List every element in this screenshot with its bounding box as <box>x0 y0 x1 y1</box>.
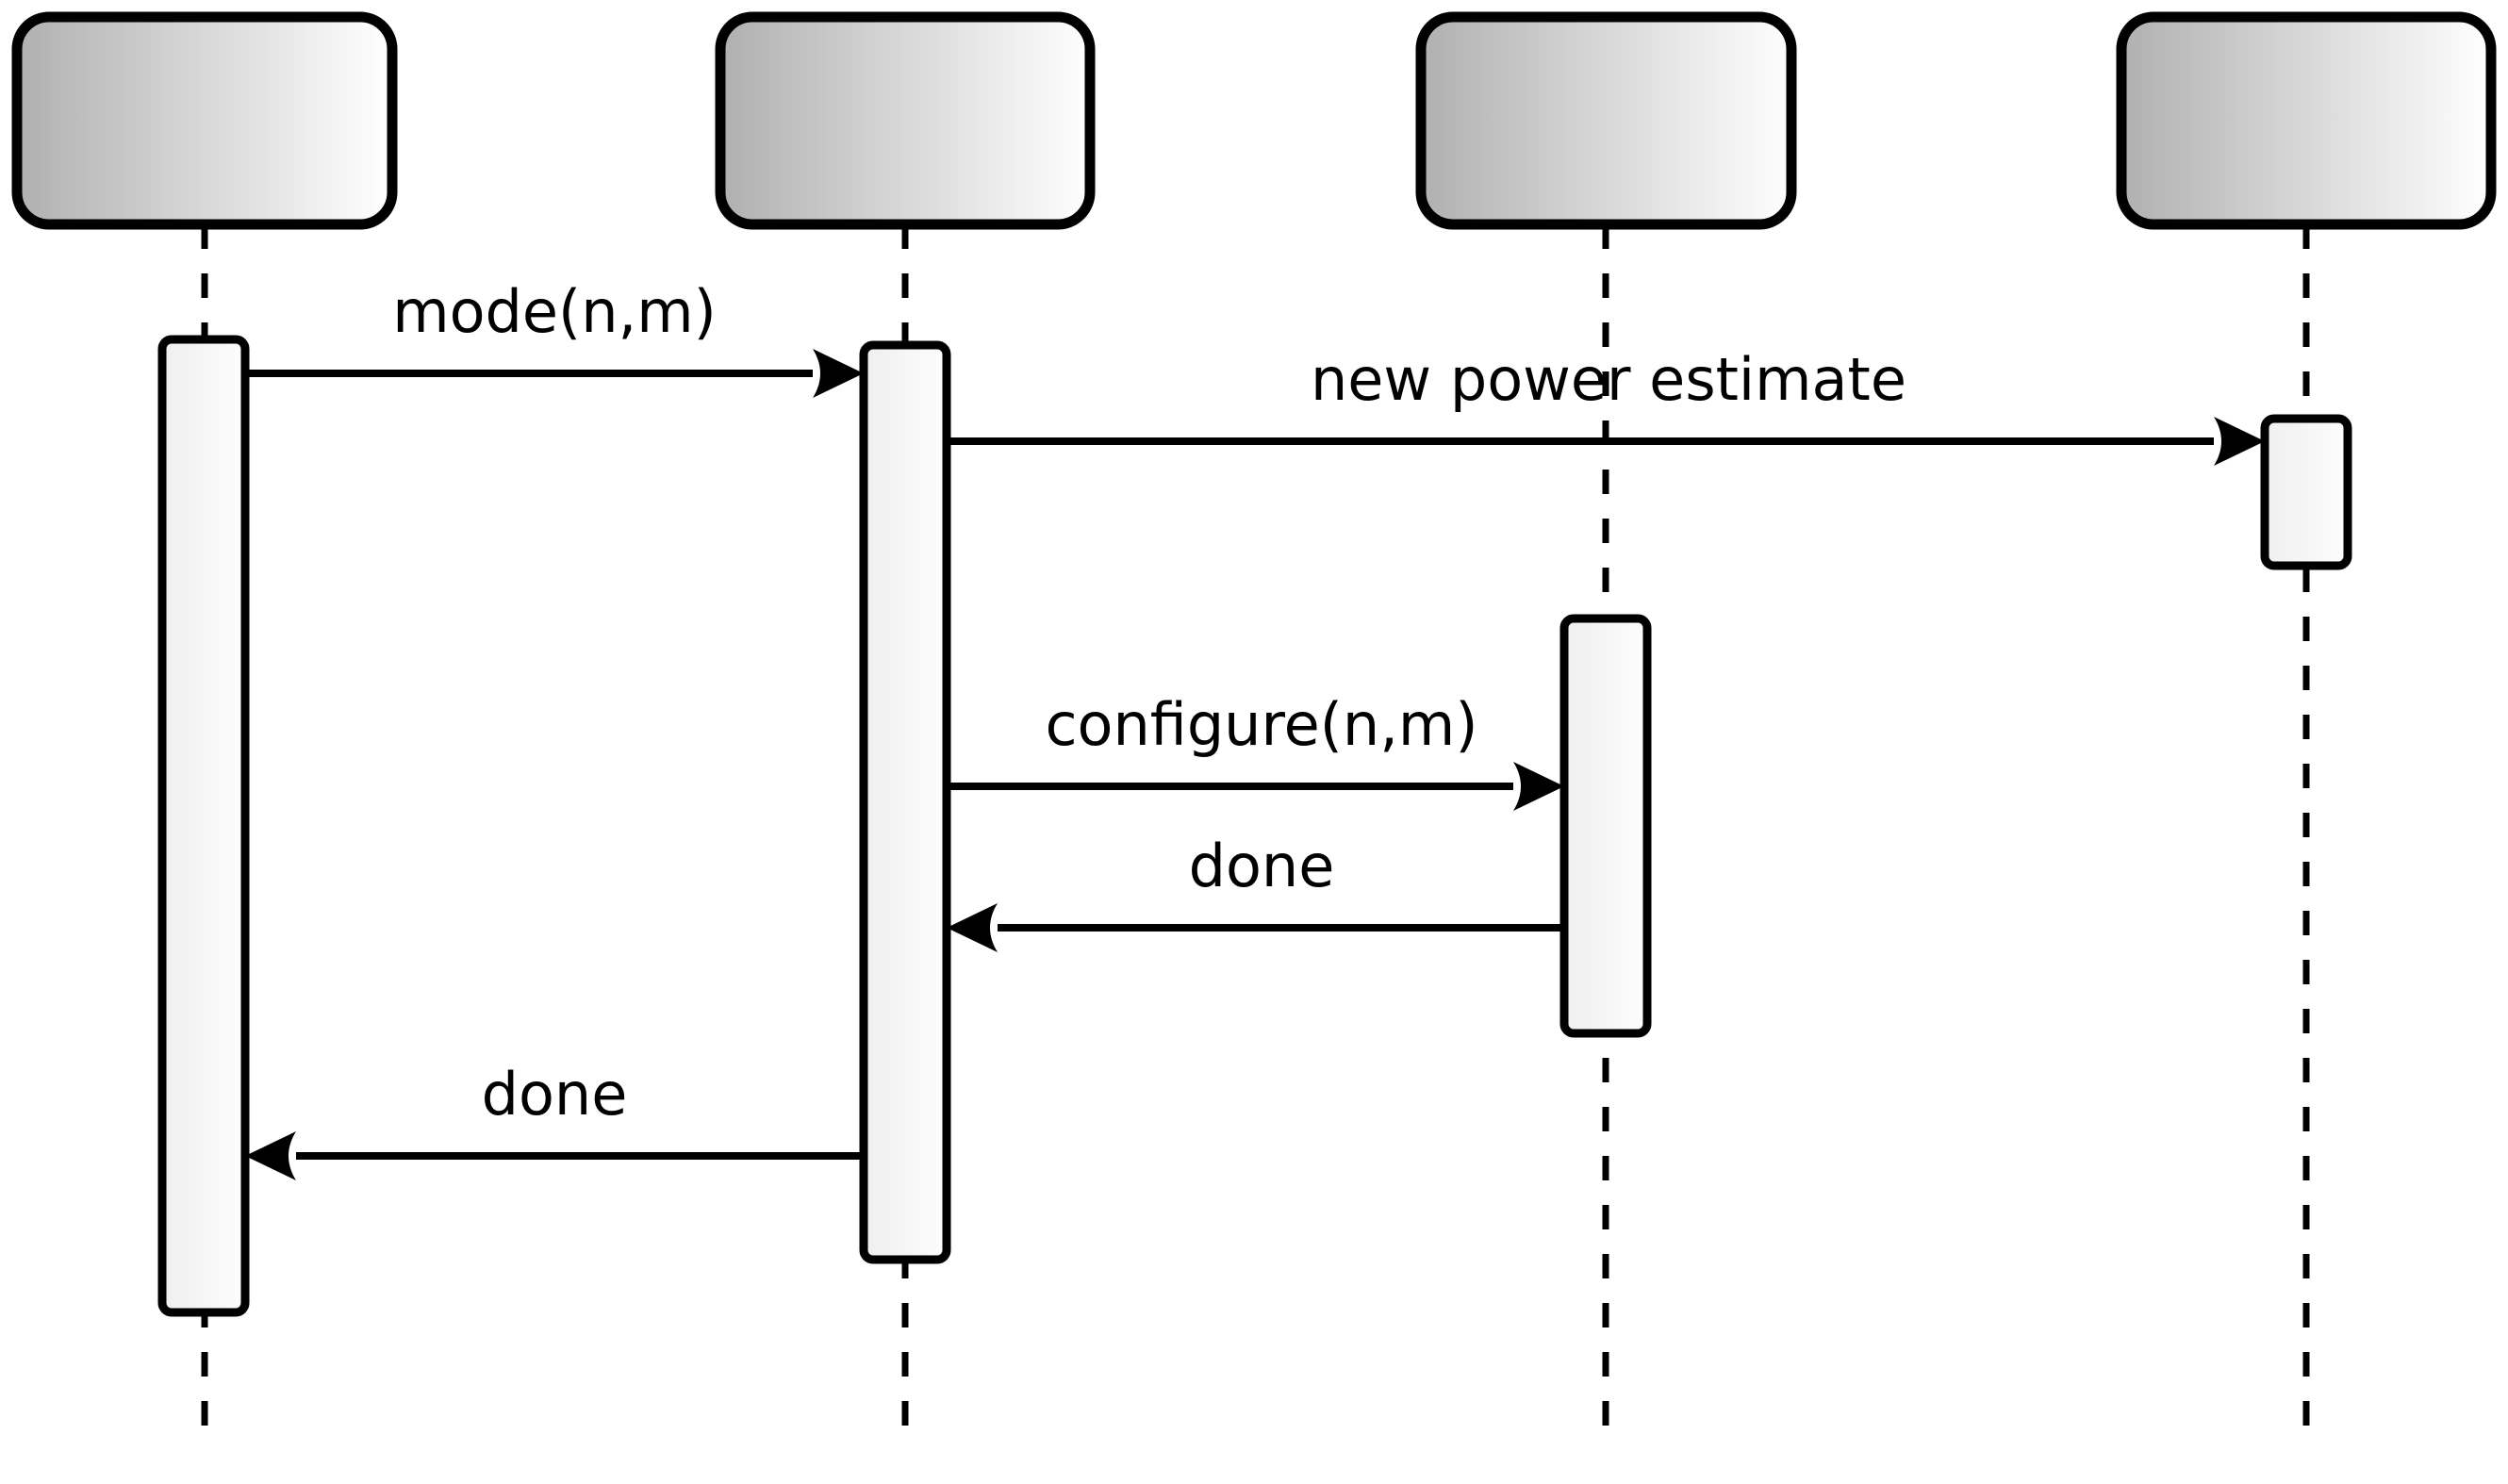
participant-user[interactable] <box>11 11 398 230</box>
message-msg-new-power-estimate[interactable]: new power estimate <box>947 345 2265 466</box>
activations-layer <box>157 335 2352 1317</box>
message-arrowhead-msg-done-hal-model <box>947 903 998 952</box>
message-msg-mode[interactable]: mode(n,m) <box>245 277 864 398</box>
message-arrowhead-msg-mode <box>813 349 864 398</box>
activation-bar-sil <box>2260 414 2352 570</box>
message-msg-configure[interactable]: configure(n,m) <box>947 690 1564 811</box>
message-label-msg-done-hal-model: done <box>1189 832 1335 900</box>
message-label-msg-configure: configure(n,m) <box>1045 690 1477 759</box>
message-arrowhead-msg-configure <box>1513 762 1564 811</box>
messages-layer: mode(n,m) new power estimate configure(n,m… <box>245 277 2265 1180</box>
participant-box-hal[interactable] <box>1415 11 1797 230</box>
message-msg-done-hal-model[interactable]: done <box>947 832 1564 952</box>
participant-box-sil[interactable] <box>2116 11 2497 230</box>
message-label-msg-new-power-estimate: new power estimate <box>1311 345 1906 414</box>
message-arrowhead-msg-done-model-user <box>245 1131 296 1180</box>
participant-hal[interactable] <box>1415 11 1797 230</box>
participant-model[interactable] <box>715 11 1096 230</box>
lifelines-layer <box>201 224 2310 1428</box>
participants-layer <box>11 11 2497 230</box>
activation-bar-model <box>859 340 951 1264</box>
participant-box-model[interactable] <box>715 11 1096 230</box>
activation-bar-user <box>157 335 250 1317</box>
message-label-msg-done-model-user: done <box>482 1060 628 1129</box>
participant-sil[interactable] <box>2116 11 2497 230</box>
activation-bar-hal <box>1559 614 1652 1038</box>
participant-box-user[interactable] <box>11 11 398 230</box>
message-label-msg-mode: mode(n,m) <box>392 277 717 346</box>
message-arrowhead-msg-new-power-estimate <box>2214 417 2265 466</box>
message-msg-done-model-user[interactable]: done <box>245 1060 864 1180</box>
